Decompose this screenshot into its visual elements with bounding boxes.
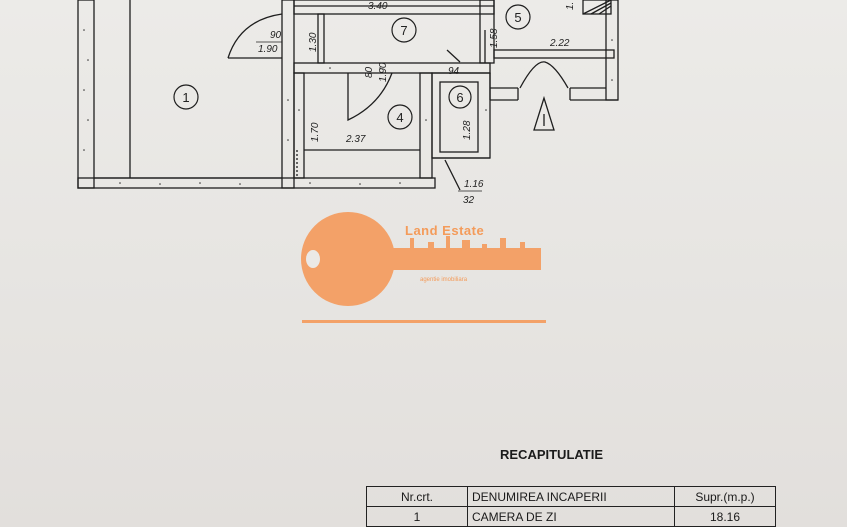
- recap-header-row: Nr.crt. DENUMIREA INCAPERII Supr.(m.p.): [366, 486, 776, 507]
- header-nr: Nr.crt.: [366, 486, 468, 507]
- wall-bottom: [77, 177, 436, 189]
- dim-room5-width: 2.22: [549, 38, 570, 49]
- watermark-logo: [301, 212, 546, 323]
- chimney: [582, 0, 612, 15]
- dim-bottom-32: 32: [463, 195, 475, 206]
- dim-top-right-fragment: 1.: [565, 2, 576, 10]
- wall-room1-right: [281, 0, 295, 189]
- watermark-title: Land Estate: [405, 223, 485, 238]
- recap-title: RECAPITULATIE: [500, 447, 604, 462]
- dim-door-width: 90: [270, 30, 282, 41]
- header-name: DENUMIREA INCAPERII: [467, 486, 675, 507]
- room-marker-1: [173, 84, 199, 110]
- key-icon: [301, 212, 395, 306]
- wall-top: [293, 0, 495, 15]
- dim-room4-side: 1.70: [310, 122, 321, 142]
- dim-door7-width: 80: [364, 66, 375, 78]
- dim-room5-side: 1.58: [489, 28, 500, 48]
- door-arc-room4: [347, 72, 393, 122]
- cell-area: 18.16: [674, 506, 776, 527]
- wall-middle: [293, 62, 491, 74]
- wall-room1-left: [77, 0, 95, 189]
- wall-130: [317, 13, 325, 64]
- cell-nr: 1: [366, 506, 468, 527]
- door-arc-room1: [227, 13, 283, 59]
- cell-name: CAMERA DE ZI: [467, 506, 675, 527]
- room-number-5: 5: [514, 10, 521, 25]
- dim-room6-height: 1.28: [462, 120, 473, 140]
- dim-door7-height: 1.90: [378, 62, 389, 82]
- room-number-4: 4: [396, 110, 403, 125]
- header-area: Supr.(m.p.): [674, 486, 776, 507]
- dim-room4-width: 2.37: [345, 134, 366, 145]
- dim-wall-130: 1.30: [308, 32, 319, 52]
- wall-room4-right: [419, 72, 433, 179]
- dim-door-height: 1.90: [258, 44, 278, 55]
- dim-top-width: 3.40: [368, 1, 388, 12]
- room-marker-6: [448, 85, 472, 109]
- room-number-6: 6: [456, 90, 463, 105]
- room-marker-7: [391, 17, 417, 43]
- wall-hatching: [83, 29, 613, 185]
- room-number-7: 7: [400, 23, 407, 38]
- recap-table: Nr.crt. DENUMIREA INCAPERII Supr.(m.p.) …: [366, 486, 776, 527]
- room-marker-5: [505, 4, 531, 30]
- door-arc-entry: [519, 61, 569, 89]
- watermark-subtitle: agentie imobiliara: [420, 277, 468, 283]
- dim-bottom-116: 1.16: [464, 179, 484, 190]
- room-marker-4: [387, 104, 413, 130]
- wall-room4-left: [293, 72, 305, 179]
- wall-room5-bottom: [493, 49, 615, 59]
- entrance-arrow: [533, 95, 555, 131]
- table-row: 1 CAMERA DE ZI 18.16: [366, 506, 776, 527]
- room-number-1: 1: [182, 90, 189, 105]
- dim-room6-width: 94: [448, 66, 460, 77]
